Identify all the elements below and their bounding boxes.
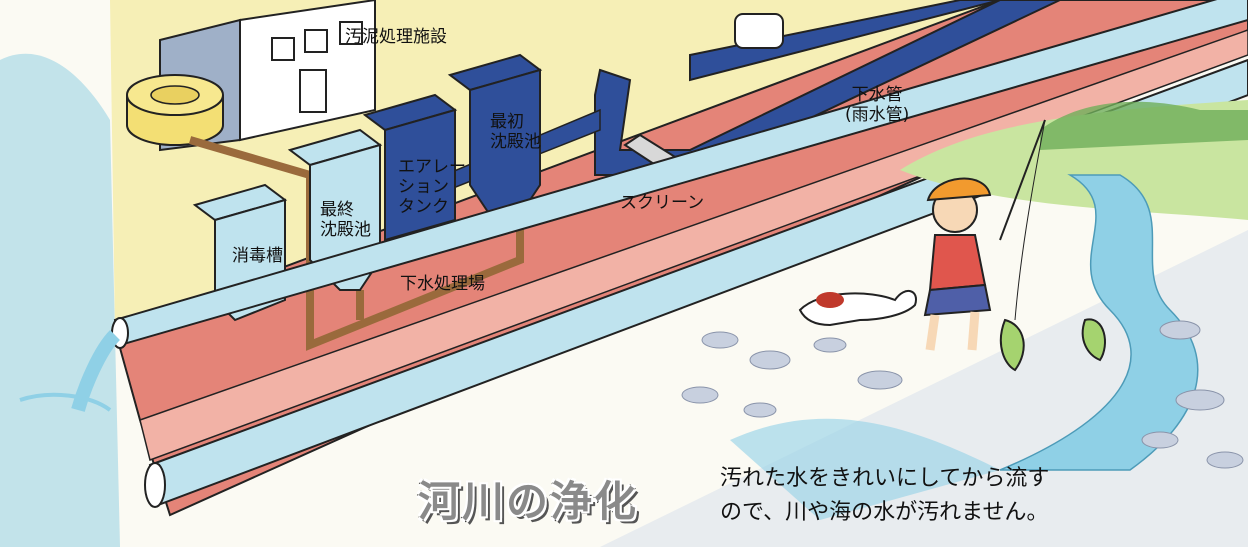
dog <box>798 290 917 327</box>
sludge-tank <box>126 74 224 146</box>
page-title: 河川の浄化 <box>417 476 639 527</box>
aeration-tank <box>362 93 458 242</box>
boy-fishing <box>923 119 1046 351</box>
left-water-wash <box>0 53 120 547</box>
caption-line-2: ので、川や海の水が汚れません。 <box>720 500 1049 525</box>
label-screen: スクリーン <box>620 193 705 213</box>
caption-line-1: 汚れた水をきれいにしてから流す <box>720 466 1050 491</box>
label-final-settling-tank: 最終 沈殿池 <box>320 200 371 240</box>
label-sludge-facility: 汚泥処理施設 <box>345 27 447 47</box>
label-sewage-plant: 下水処理場 <box>400 274 485 294</box>
wall-strip <box>139 29 1248 461</box>
river-stones <box>681 320 1244 469</box>
first-settling-tank <box>447 53 543 216</box>
label-aeration-tank: エアレー ション タンク <box>398 157 466 217</box>
sludge-pipes <box>188 136 524 351</box>
label-sewer-pipe: 下水管 (雨水管) <box>845 85 910 125</box>
caption: 汚れた水をきれいにしてから流す ので、川や海の水が汚れません。 <box>720 462 1049 530</box>
label-first-settling-tank: 最初 沈殿池 <box>490 112 541 152</box>
fish <box>999 318 1106 372</box>
label-disinfection-tank: 消毒槽 <box>232 246 283 266</box>
